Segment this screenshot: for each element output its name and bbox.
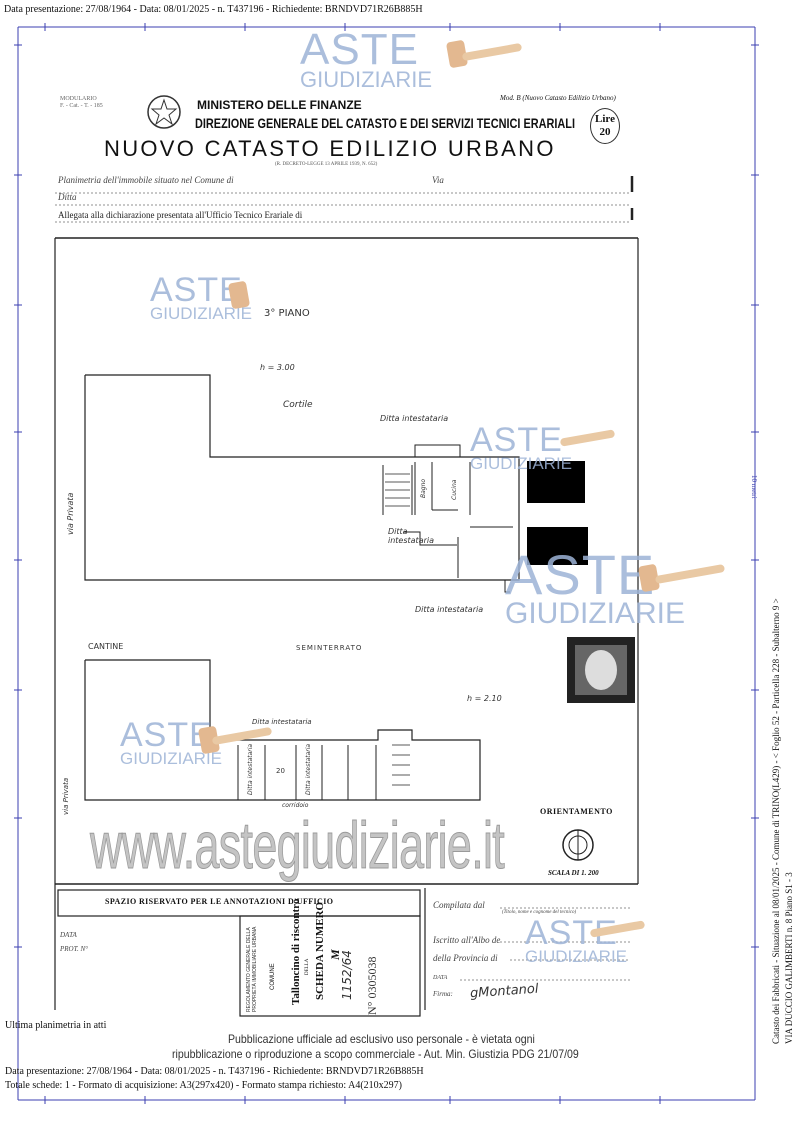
office-data: DATA [60,931,77,939]
modulario: MODULARIO [60,96,97,102]
line-ditta: Ditta [58,192,77,202]
ditta-top-label: Ditta intestataria [380,414,449,423]
seminterrato-label: SEMINTERRATO [296,644,363,652]
watermark-aste: ASTE [300,25,419,74]
compilata-sub: (Titolo, nome e cognome del tecnico) [502,910,577,915]
ditta-bottom-label: Ditta intestataria [415,605,484,614]
compilata-label: Compilata dal [433,900,485,910]
footer-ultima: Ultima planimetria in atti [5,1020,107,1031]
talloncino: Talloncino di riscontro [290,898,302,1005]
watermark-giudiziarie: GIUDIZIARIE [150,303,253,323]
comune-label: COMUNE [270,963,276,990]
data-label: DATA [433,975,448,981]
side-text-2: VIA DUCCIO GALIMBERTI n. 8 Piano S1 - 3 [784,872,794,1044]
iscritto-label: Iscritto all'Albo de [433,935,501,945]
footer-notice-1: Pubblicazione ufficiale ad esclusivo uso… [228,1032,535,1046]
ministry: MINISTERO DELLE FINANZE [197,98,362,112]
provincia-label: della Provincia di [433,953,498,963]
ditta-mid-label: Ditta intestataria [388,527,435,545]
watermark-aste: ASTE [505,543,656,606]
bagno-label: Bagno [420,478,427,498]
cortile-label: Cortile [283,400,313,410]
serial-number: N° 0305038 [365,956,379,1015]
revenue-stamp [567,637,635,703]
spazio-riservato: SPAZIO RISERVATO PER LE ANNOTAZIONI D'UF… [105,897,334,906]
stamp-lire: Lire [595,113,615,125]
watermark-aste: ASTE [150,271,243,309]
top-header: Data presentazione: 27/08/1964 - Data: 0… [4,4,423,15]
cucina-label: Cucina [451,479,458,500]
corridoio-label: corridoio [282,802,309,809]
footer-line2: Totale schede: 1 - Formato di acquisizio… [5,1080,402,1091]
line-allegata: Allegata alla dichiarazione presentata a… [58,210,303,220]
orientamento-label: ORIENTAMENTO [540,807,613,816]
watermark-giudiziarie: GIUDIZIARIE [470,453,573,473]
cantine-label: CANTINE [88,642,124,651]
via-left-top: via Privata [66,492,75,535]
office-prot: PROT. N° [60,945,88,953]
watermark-giudiziarie: GIUDIZIARIE [120,748,223,768]
floor3-height: h = 3.00 [260,363,295,372]
cell-number: 20 [276,767,285,775]
modulario-sub: F. - Cat. - T. - 185 [60,103,103,109]
watermark-aste: ASTE [470,421,563,459]
watermark-url: www.astegiudiziarie.it [90,808,505,882]
scheda-numero: SCHEDA NUMERO [314,901,326,1000]
direzione: DIREZIONE GENERALE DEL CATASTO E DEI SER… [195,115,576,131]
watermark-giudiziarie: GIUDIZIARIE [300,66,433,92]
line-via: Via [432,175,444,185]
watermark-giudiziarie: GIUDIZIARIE [505,597,686,631]
line-planimetria: Planimetria dell'immobile situato nel Co… [58,175,234,185]
floor3-label: 3° PIANO [264,308,310,319]
watermark-aste: ASTE [120,716,213,754]
regolamento: REGOLAMENTO GENERALE DELLA PROPRIETÀ IMM… [246,926,258,1012]
stamp-value: 20 [599,126,611,138]
document-title: NUOVO CATASTO EDILIZIO URBANO [104,136,556,161]
cell-ditta-1: Ditta intestataria [247,743,254,795]
watermark-giudiziarie: GIUDIZIARIE [525,946,628,966]
side-text-1: Catasto dei Fabbricati - Situazione al 0… [771,598,781,1044]
footer-notice-2: ripubblicazione o riproduzione a scopo c… [172,1047,579,1061]
firma-label: Firma: [433,990,453,998]
ditta-basement-label: Ditta intestataria [252,718,312,726]
scale-metri: 10 metri [750,475,758,499]
emblem-icon [147,95,181,129]
scheda-handwritten: 1152/64 [340,950,354,1000]
decree: (R. DECRETO-LEGGE 13 APRILE 1939, N. 652… [275,162,378,167]
cell-ditta-2: Ditta intestataria [305,743,312,795]
scale-label: SCALA DI 1. 200 [548,869,599,877]
mod-b: Mod. B (Nuovo Catasto Edilizio Urbano) [500,94,616,102]
basement-height: h = 2.10 [467,694,502,703]
footer-line1: Data presentazione: 27/08/1964 - Data: 0… [5,1066,424,1077]
via-left-bottom: via Privata [62,777,70,815]
della-label: DELLA [305,958,310,975]
